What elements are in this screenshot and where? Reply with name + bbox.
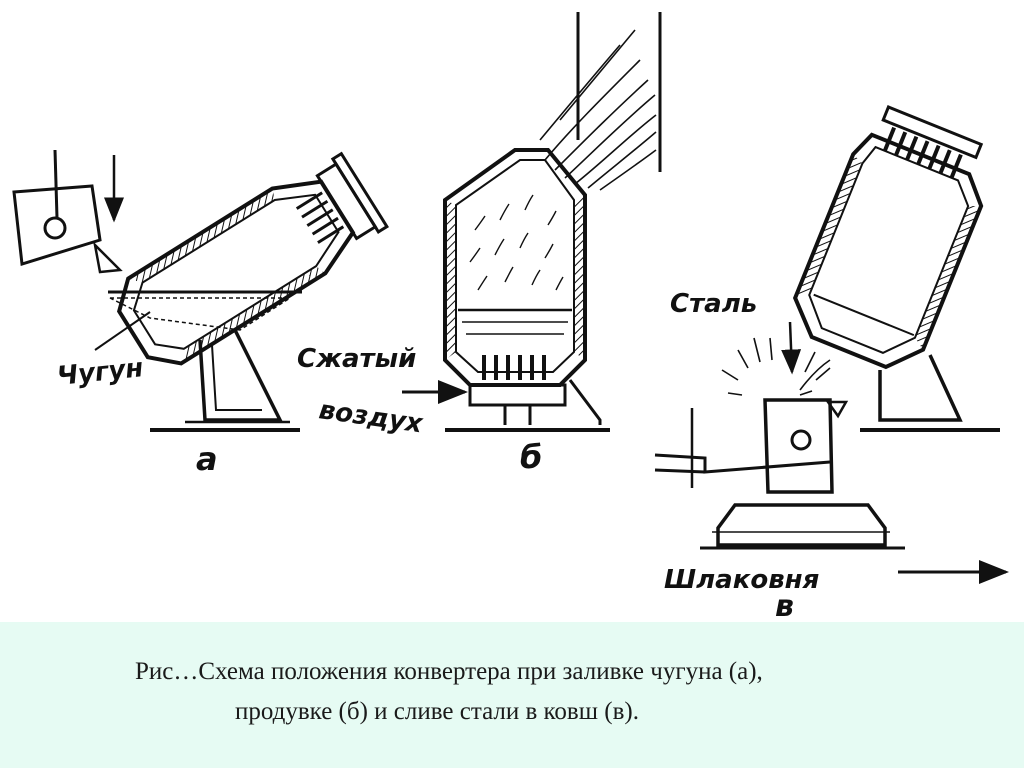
label-b: б <box>520 438 542 476</box>
label-compressed: Сжатый <box>297 344 416 374</box>
label-slag-pot: Шлаковня <box>664 565 819 595</box>
figure-caption: Рис…Схема положения конвертера при залив… <box>135 652 1005 732</box>
converter-c <box>654 105 1009 584</box>
caption-line-1: Рис…Схема положения конвертера при залив… <box>135 658 763 685</box>
label-cast-iron: Чугун <box>56 353 145 392</box>
label-air: воздух <box>317 395 426 439</box>
converter-diagram: Чугун а <box>12 12 1009 622</box>
label-a: а <box>196 440 218 478</box>
label-steel: Сталь <box>670 289 757 319</box>
caption-band <box>0 622 1024 768</box>
label-c: в <box>775 589 794 622</box>
caption-line-2: продувке (б) и сливе стали в ковш (в). <box>235 698 639 725</box>
converter-b <box>402 12 662 432</box>
converter-a <box>12 149 389 432</box>
